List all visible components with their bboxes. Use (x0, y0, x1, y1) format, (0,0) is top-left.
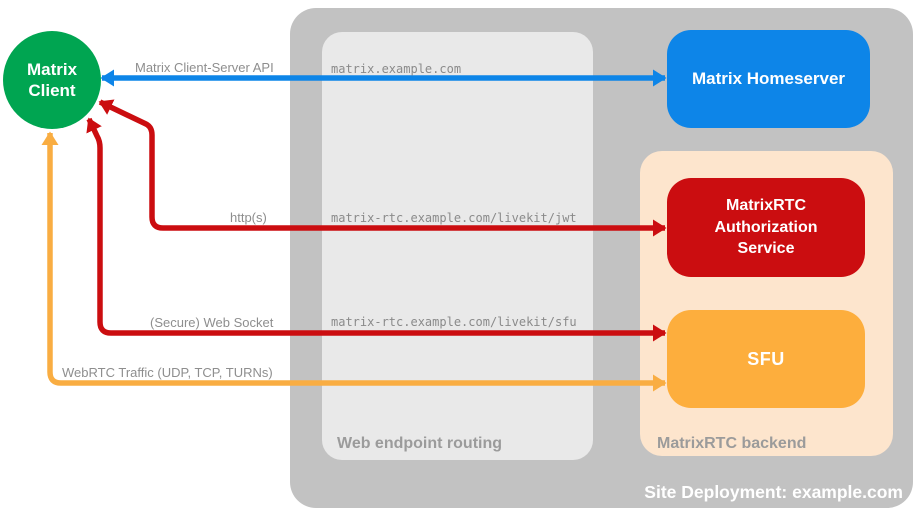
matrixrtc-authorization-service-label: MatrixRTC Authorization Service (714, 197, 818, 258)
matrix-homeserver-node: Matrix Homeserver (667, 30, 870, 128)
web-endpoint-routing-label: Web endpoint routing (337, 435, 503, 452)
matrixrtc-backend-label: MatrixRTC backend (657, 435, 807, 452)
matrix-client-node: Matrix Client (3, 31, 101, 129)
endpoint-matrix-domain: matrix.example.com (331, 62, 462, 76)
matrixrtc-authorization-service-node: MatrixRTC Authorization Service (667, 178, 865, 277)
matrix-homeserver-label: Matrix Homeserver (691, 69, 846, 88)
sfu-label: SFU (747, 348, 785, 369)
web-endpoint-routing-box (322, 32, 593, 460)
site-deployment-label: Site Deployment: example.com (644, 482, 903, 502)
client-server-api-arrow-label: Matrix Client-Server API (135, 60, 274, 75)
matrix-client-label-line2: Client (28, 81, 76, 100)
https-arrow-label: http(s) (230, 210, 267, 225)
webrtc-traffic-arrow-label: WebRTC Traffic (UDP, TCP, TURNs) (62, 365, 273, 380)
endpoint-livekit-sfu: matrix-rtc.example.com/livekit/sfu (331, 315, 577, 329)
endpoint-livekit-jwt: matrix-rtc.example.com/livekit/jwt (331, 211, 577, 225)
sfu-node: SFU (667, 310, 865, 408)
websocket-arrow-label: (Secure) Web Socket (150, 315, 274, 330)
matrix-client-label-line1: Matrix (26, 59, 78, 79)
